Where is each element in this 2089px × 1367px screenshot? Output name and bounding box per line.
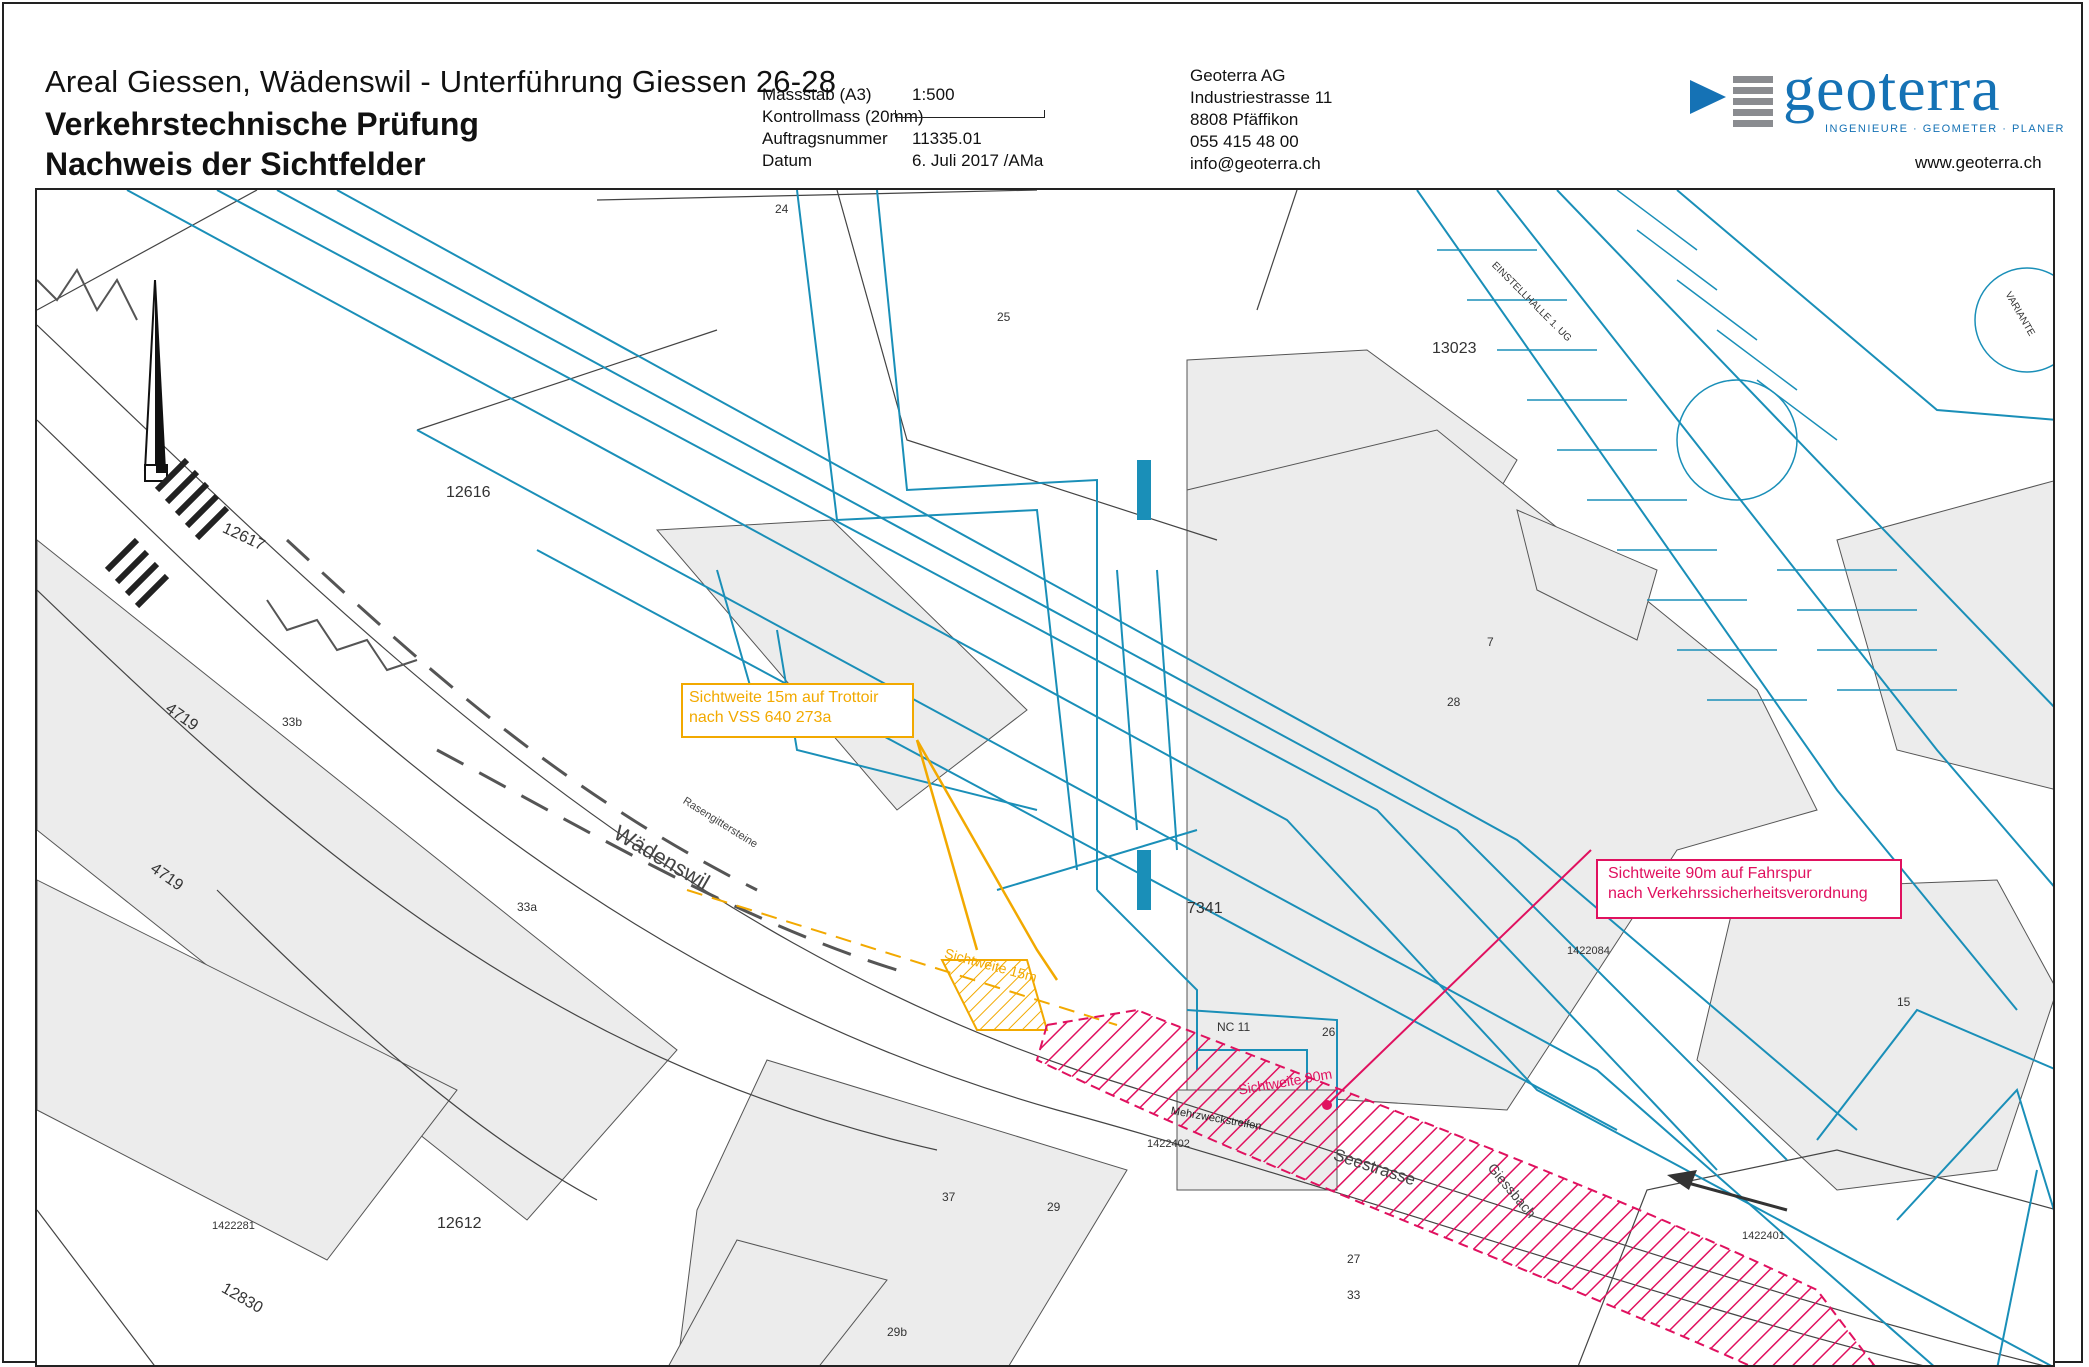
plan-title: Areal Giessen, Wädenswil - Unterführung …: [45, 64, 837, 99]
order-number-label: Auftragsnummer: [762, 129, 888, 148]
north-arrow-icon: [143, 279, 168, 482]
survey-point-label: 1422401: [1742, 1230, 1785, 1242]
parking-grid: [1437, 190, 2053, 701]
sidewalk-sight-callout: Sichtweite 15m auf Trottoir nach VSS 640…: [681, 683, 914, 738]
traffic-direction-arrow-icon: [1667, 1170, 1788, 1212]
order-number-value: 11335.01: [912, 129, 982, 148]
survey-point-label: 1422281: [212, 1220, 255, 1232]
date-value: 6. Juli 2017 /AMa: [912, 151, 1044, 170]
zigzag-markings: [37, 268, 418, 672]
company-email[interactable]: info@geoterra.ch: [1190, 154, 1321, 173]
logo-bars-icon: [1733, 76, 1773, 131]
building-number: 27: [1347, 1252, 1361, 1266]
building-number: 33: [1347, 1288, 1361, 1302]
building-number: 29: [1047, 1200, 1061, 1214]
building-number: 24: [775, 202, 789, 216]
survey-point-label: 1422402: [1147, 1138, 1190, 1150]
parcel-label: 7341: [1187, 900, 1223, 917]
building-number: 26: [1322, 1025, 1336, 1039]
logo-tagline: INGENIEURE · GEOMETER · PLANER: [1825, 123, 2065, 135]
dashed-road-markings: [285, 538, 898, 972]
date-label: Datum: [762, 151, 813, 170]
building-number: 33a: [517, 900, 538, 914]
plan-subtitle-1: Verkehrstechnische Prüfung: [45, 106, 479, 142]
company-website[interactable]: www.geoterra.ch: [1915, 153, 2042, 172]
scale-value: 1:500: [912, 85, 955, 104]
logo-wordmark: geoterra: [1783, 53, 2001, 124]
building-number: 15: [1897, 995, 1911, 1009]
parcel-label: 12612: [437, 1215, 482, 1232]
site-plan-map: 12616 12617 12612 12830 13023 7341 4719 …: [35, 188, 2055, 1367]
company-name: Geoterra AG: [1190, 66, 1286, 85]
control-length-label: Kontrollmass (20mm): [762, 107, 924, 126]
map-drawing: [37, 190, 2053, 1365]
parcel-label: 13023: [1432, 340, 1477, 357]
survey-point-label: 1422084: [1567, 945, 1610, 957]
building-number: 29b: [887, 1325, 908, 1339]
plan-subtitle-2: Nachweis der Sichtfelder: [45, 146, 426, 182]
building-number: 33b: [282, 715, 303, 729]
parcel-label: 12616: [446, 484, 491, 501]
building-label: NC 11: [1217, 1020, 1251, 1034]
company-city: 8808 Pfäffikon: [1190, 110, 1299, 129]
building-number: 7: [1487, 635, 1494, 649]
sight-field-sidewalk: [686, 739, 1118, 1031]
building-number: 25: [997, 310, 1011, 324]
building-number: 37: [942, 1190, 956, 1204]
roadway-sight-callout: Sichtweite 90m auf Fahrspur nach Verkehr…: [1596, 859, 1902, 919]
company-logo: geoterra INGENIEURE · GEOMETER · PLANER: [1690, 53, 2063, 142]
scale-label: Massstab (A3): [762, 85, 872, 104]
building-blocks: [37, 349, 2053, 1365]
company-street: Industriestrasse 11: [1190, 88, 1333, 107]
control-scale-bar: [895, 110, 1045, 118]
building-number: 28: [1447, 695, 1461, 709]
company-phone: 055 415 48 00: [1190, 132, 1299, 151]
roadway-callout-line-2: nach Verkehrssicherheitsverordnung: [1608, 885, 1868, 902]
crosswalk: [104, 457, 230, 609]
sidewalk-callout-line-1: Sichtweite 15m auf Trottoir: [689, 689, 879, 706]
sidewalk-callout-line-2: nach VSS 640 273a: [689, 709, 832, 726]
stair-arrows: [1137, 460, 1151, 910]
sight-field-roadway: [1035, 849, 1876, 1365]
roadway-callout-line-1: Sichtweite 90m auf Fahrspur: [1608, 865, 1812, 882]
logo-arrow-icon: [1690, 80, 1726, 114]
